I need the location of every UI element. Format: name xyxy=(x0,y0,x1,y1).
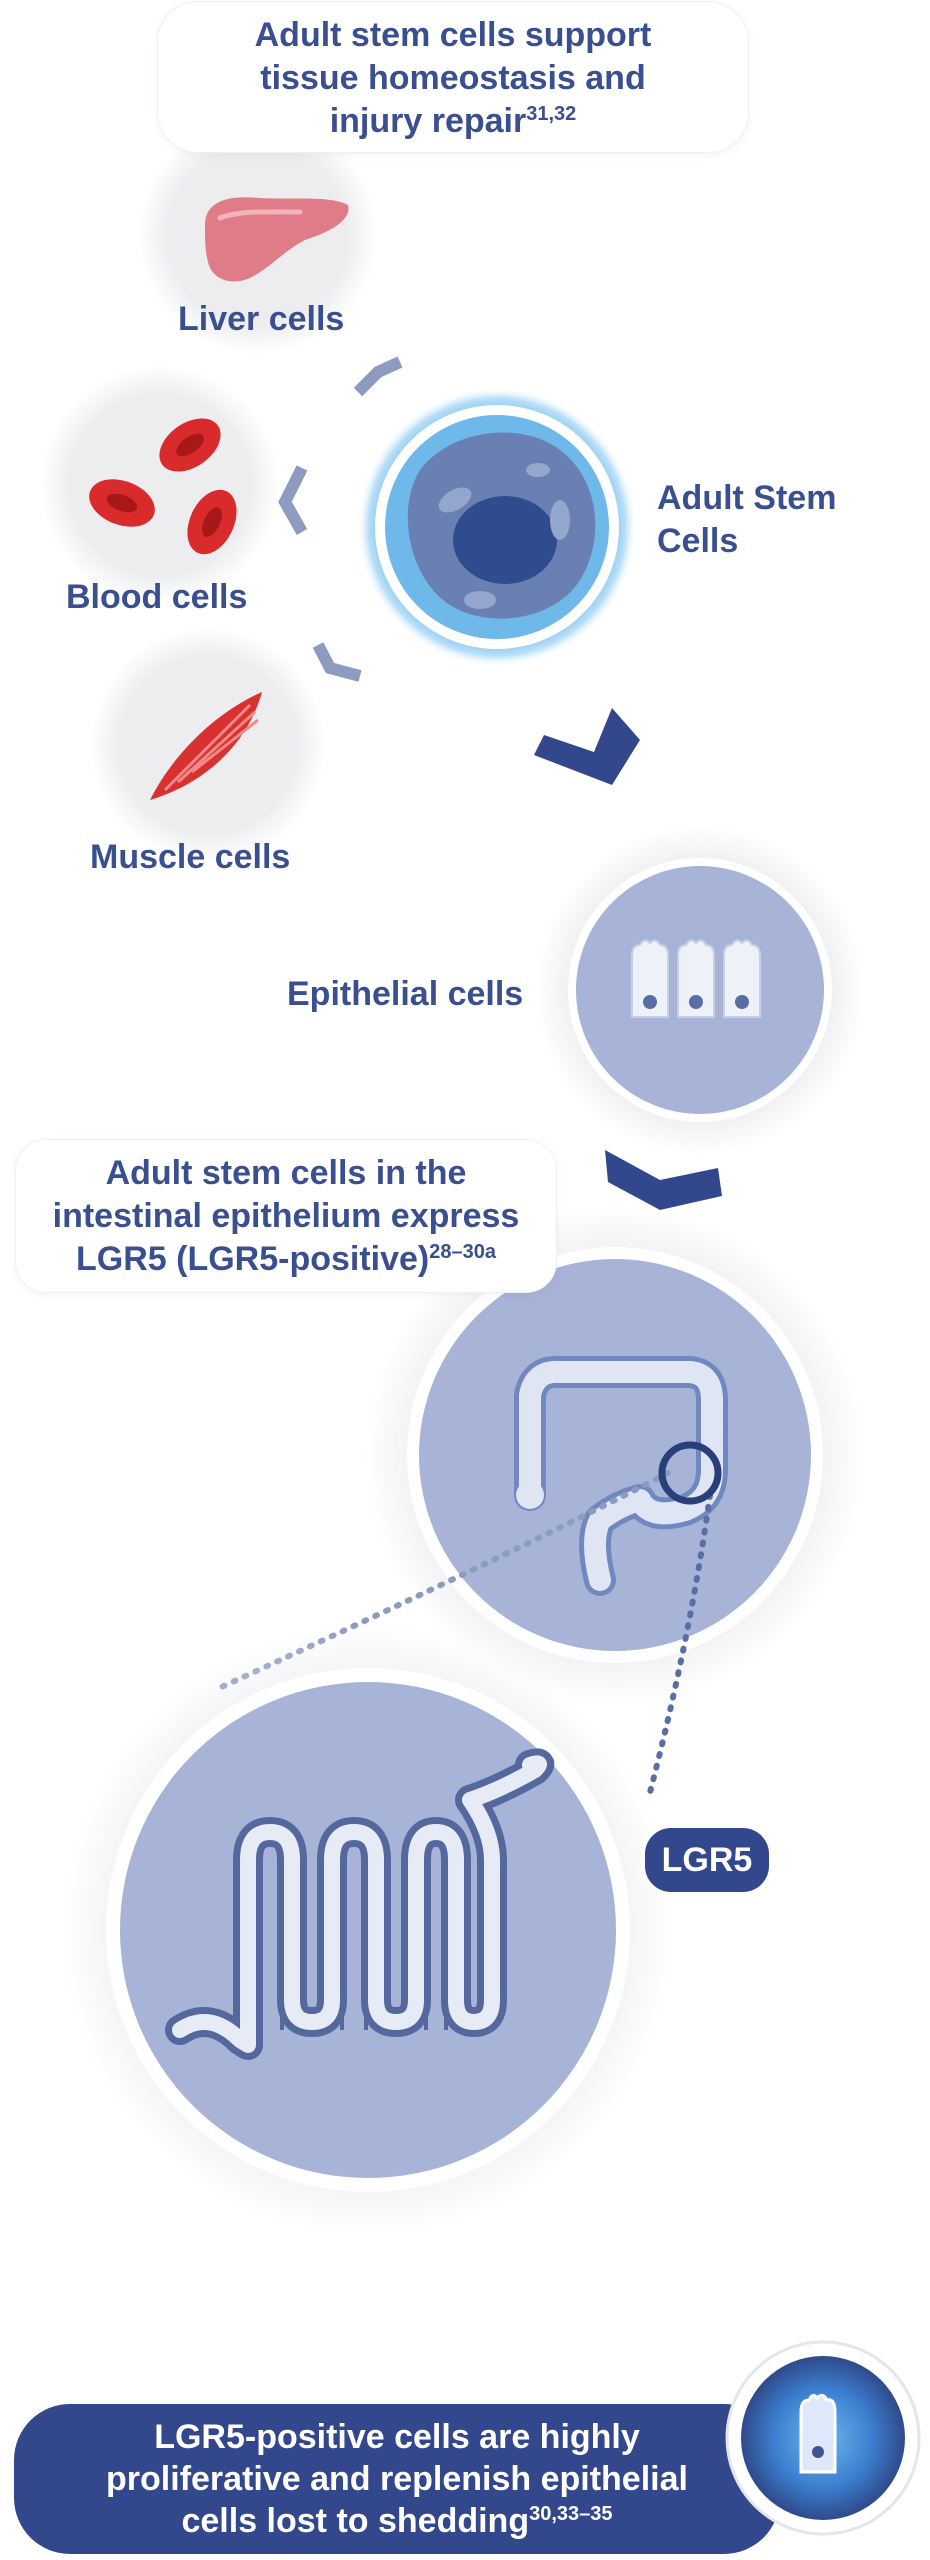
footer-banner: LGR5-positive cells are highly prolifera… xyxy=(14,2404,780,2554)
liver-icon xyxy=(138,115,378,355)
footer-line2: proliferative and replenish epithelial xyxy=(106,2460,688,2498)
intestine-line3: LGR5 (LGR5-positive) xyxy=(76,1240,430,1278)
muscle-label: Muscle cells xyxy=(90,838,291,876)
footer-line3: cells lost to shedding xyxy=(181,2502,530,2540)
intestine-line1: Adult stem cells in the xyxy=(105,1154,467,1192)
footer-refs: 30,33–35 xyxy=(529,2503,613,2525)
chevron-down-icon xyxy=(534,708,640,785)
receptor-label-pill: LGR5 xyxy=(645,1828,769,1892)
chevron-down-icon-2 xyxy=(605,1150,722,1210)
liver-label: Liver cells xyxy=(178,300,345,338)
intestine-line2: intestinal epithelium express xyxy=(52,1197,520,1235)
dotted-connector-right xyxy=(645,1492,713,1803)
header-line2: tissue homeostasis and xyxy=(260,59,646,97)
stem-label-line2: Cells xyxy=(657,522,739,560)
header-callout: Adult stem cells support tissue homeosta… xyxy=(158,2,748,152)
blood-cells-icon xyxy=(40,365,280,605)
stem-label-line1: Adult Stem xyxy=(657,479,837,517)
header-line3: injury repair xyxy=(329,102,527,140)
epithelial-label: Epithelial cells xyxy=(287,975,524,1013)
intestine-refs: 28–30a xyxy=(429,1241,496,1263)
receptor-icon xyxy=(63,1625,673,2235)
chevron-to-muscle-icon xyxy=(312,642,362,682)
muscle-cell-icon xyxy=(90,627,326,863)
blood-label: Blood cells xyxy=(66,578,248,616)
stem-cell-icon xyxy=(357,387,637,667)
chevron-to-blood-icon xyxy=(278,465,308,535)
intestine-callout: Adult stem cells in the intestinal epith… xyxy=(16,1140,556,1292)
header-line1: Adult stem cells support xyxy=(254,16,652,54)
header-refs: 31,32 xyxy=(526,103,577,125)
stem-cell-label: Adult Stem Cells xyxy=(657,477,836,563)
epithelial-cells-icon xyxy=(535,825,865,1155)
chevron-to-liver-icon xyxy=(353,356,403,397)
intestine-icon xyxy=(365,1205,865,1705)
footer-line1: LGR5-positive cells are highly xyxy=(154,2418,640,2456)
zoom-ring xyxy=(658,1441,722,1505)
